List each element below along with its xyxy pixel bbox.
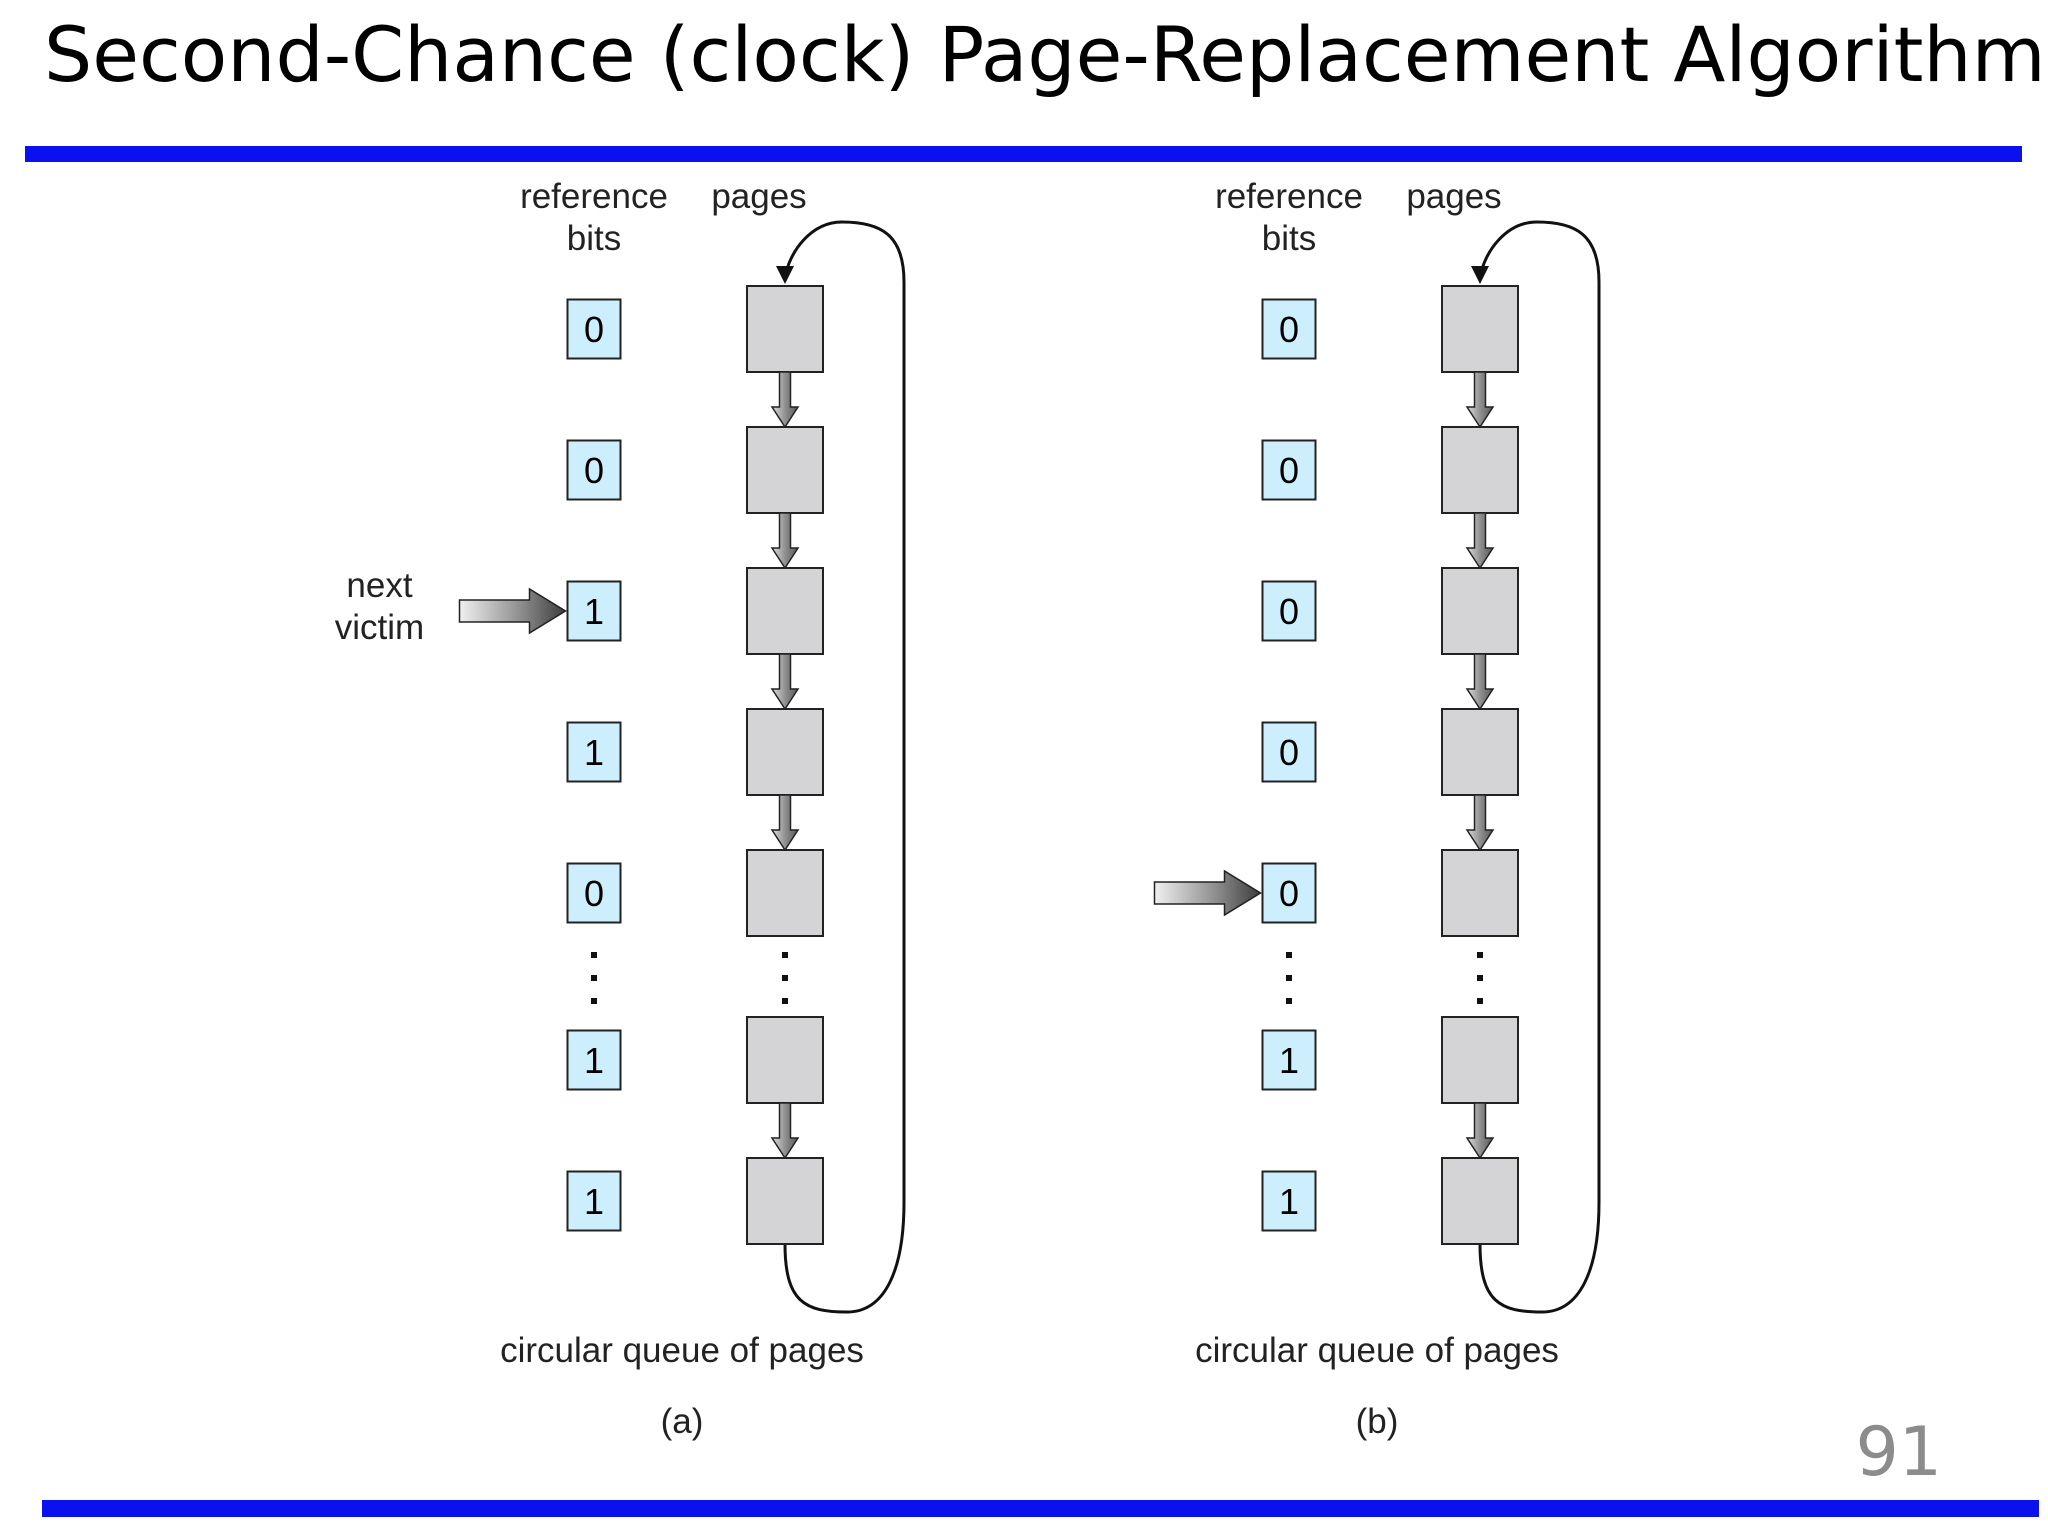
page-frame: [1441, 708, 1519, 796]
page-frame: [1441, 1016, 1519, 1104]
reference-bit-value: 0: [584, 309, 604, 350]
reference-bit-box: [1261, 862, 1317, 924]
next-page-arrow: [1465, 1102, 1495, 1160]
bits-ellipsis-dot: [1286, 952, 1292, 958]
circular-loop-line: [783, 220, 906, 1314]
reference-bit-value: 0: [584, 873, 604, 914]
page-frame: [746, 849, 824, 937]
bits-ellipsis-dot: [591, 975, 597, 981]
page-frame: [1441, 849, 1519, 937]
reference-bit-box: [566, 862, 622, 924]
reference-bit-box: [1261, 1029, 1317, 1091]
reference-bit-value: 1: [1279, 1181, 1299, 1222]
page-frame: [746, 567, 824, 655]
reference-bit-box: [566, 439, 622, 501]
reference-bit-box: [1261, 439, 1317, 501]
next-page-arrow: [770, 1102, 800, 1160]
reference-bit-value: 1: [584, 1181, 604, 1222]
reference-bit-box: [1261, 721, 1317, 783]
page-frame: [1441, 285, 1519, 373]
bottom-divider: [42, 1500, 2039, 1517]
page-frame: [746, 285, 824, 373]
top-divider: [25, 146, 2022, 162]
next-page-arrow: [770, 512, 800, 570]
page-frame: [746, 1157, 824, 1245]
reference-bit-box: [566, 580, 622, 642]
next-page-arrow: [1465, 371, 1495, 429]
page-frame: [746, 708, 824, 796]
reference-bits-header: bits: [1262, 219, 1316, 258]
reference-bit-value: 0: [1279, 873, 1299, 914]
reference-bit-box: [1261, 1170, 1317, 1232]
page-frame: [746, 1016, 824, 1104]
pages-header: pages: [711, 177, 806, 216]
bits-ellipsis-dot: [1286, 998, 1292, 1004]
pages-ellipsis-dot: [1477, 952, 1483, 958]
pages-header: pages: [1406, 177, 1501, 216]
pages-ellipsis-dot: [1477, 975, 1483, 981]
circular-queue-label: circular queue of pages: [500, 1331, 864, 1370]
reference-bits-header: reference: [520, 177, 668, 216]
reference-bit-value: 1: [584, 732, 604, 773]
page-frame: [1441, 426, 1519, 514]
page-frame: [1441, 567, 1519, 655]
next-page-arrow: [770, 653, 800, 711]
reference-bits-header: bits: [567, 219, 621, 258]
bits-ellipsis-dot: [591, 998, 597, 1004]
page-frame: [1441, 1157, 1519, 1245]
bits-ellipsis-dot: [591, 952, 597, 958]
reference-bit-value: 0: [1279, 450, 1299, 491]
reference-bit-value: 1: [584, 591, 604, 632]
circular-queue-label: circular queue of pages: [1195, 1331, 1559, 1370]
reference-bit-box: [1261, 298, 1317, 360]
reference-bit-box: [1261, 580, 1317, 642]
page-frame: [746, 426, 824, 514]
slide-title: Second-Chance (clock) Page-Replacement A…: [44, 10, 2046, 99]
reference-bit-value: 1: [1279, 1040, 1299, 1081]
reference-bit-box: [566, 1029, 622, 1091]
next-page-arrow: [770, 371, 800, 429]
next-victim-label: victim: [335, 608, 424, 647]
next-page-arrow: [1465, 794, 1495, 852]
next-page-arrow: [1465, 653, 1495, 711]
bits-ellipsis-dot: [1286, 975, 1292, 981]
pages-ellipsis-dot: [782, 998, 788, 1004]
page-number: 91: [1855, 1413, 1942, 1492]
panel-caption: (a): [661, 1402, 704, 1441]
loop-arrowhead: [776, 266, 794, 284]
clock-hand-pointer-arrow: [1153, 869, 1262, 917]
reference-bit-box: [566, 1170, 622, 1232]
pages-ellipsis-dot: [1477, 998, 1483, 1004]
next-victim-label: next: [346, 566, 412, 605]
panel-caption: (b): [1356, 1402, 1399, 1441]
reference-bit-value: 0: [1279, 732, 1299, 773]
loop-arrowhead: [1471, 266, 1489, 284]
reference-bit-box: [566, 298, 622, 360]
next-page-arrow: [1465, 512, 1495, 570]
reference-bit-value: 0: [584, 450, 604, 491]
pages-ellipsis-dot: [782, 952, 788, 958]
pages-ellipsis-dot: [782, 975, 788, 981]
reference-bit-box: [566, 721, 622, 783]
clock-hand-pointer-arrow: [458, 587, 567, 635]
reference-bit-value: 0: [1279, 591, 1299, 632]
next-page-arrow: [770, 794, 800, 852]
reference-bit-value: 1: [584, 1040, 604, 1081]
reference-bit-value: 0: [1279, 309, 1299, 350]
circular-loop-line: [1478, 220, 1601, 1314]
reference-bits-header: reference: [1215, 177, 1363, 216]
